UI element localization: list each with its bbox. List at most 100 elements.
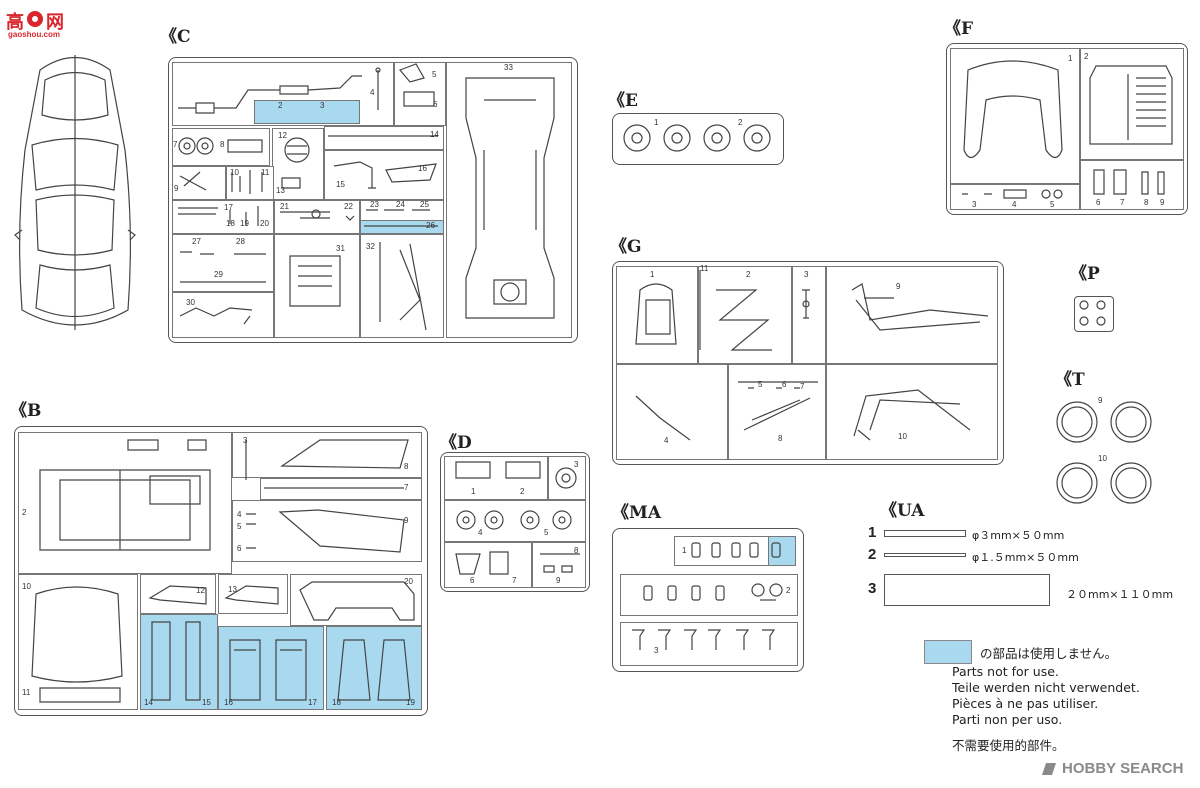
ma-cell-3 [620, 622, 798, 666]
c-cell-15-16 [324, 150, 444, 200]
f-cell-3-5 [950, 184, 1080, 210]
logo-char-left: 高 [6, 12, 24, 32]
c-part-29: 29 [214, 270, 223, 279]
section-ma-label: 《MA [612, 503, 662, 523]
b-part-4: 4 [237, 510, 242, 519]
b-part-9: 9 [404, 516, 409, 525]
g-cell-10 [826, 364, 998, 460]
ua-item-1-spec: φ３mm×５０mm [972, 529, 1065, 542]
d-part-9: 9 [556, 576, 561, 585]
b-cell-13 [218, 574, 288, 614]
ua-item-1-rod [884, 530, 966, 537]
c-cell-unused-26 [360, 220, 444, 234]
g-cell-2 [698, 266, 792, 364]
c-part-5: 5 [432, 70, 437, 79]
legend-de: Teile werden nicht verwendet. [952, 680, 1140, 695]
legend-unused-swatch [924, 640, 972, 664]
b-cell-unused-18-19 [326, 626, 422, 710]
g-part-4: 4 [664, 436, 669, 445]
sprue-e [612, 113, 784, 165]
c-part-27: 27 [192, 237, 201, 246]
c-part-25: 25 [420, 200, 429, 209]
d-cell-3 [548, 456, 586, 500]
c-cell-12-13 [272, 128, 324, 200]
section-t-label: 《T [1055, 370, 1085, 390]
g-part-7: 7 [800, 382, 805, 391]
b-part-16: 16 [224, 698, 233, 707]
logo-ball-icon [27, 11, 43, 27]
c-part-11: 11 [261, 168, 270, 177]
c-part-17: 17 [224, 203, 233, 212]
ua-item-2-num: 2 [868, 546, 877, 563]
c-part-4: 4 [370, 88, 375, 97]
c-cell-rod-14 [324, 126, 444, 150]
c-part-22: 22 [344, 202, 353, 211]
g-part-10: 10 [898, 432, 907, 441]
b-cell-12 [140, 574, 216, 614]
ua-item-2-rod [884, 553, 966, 557]
c-cell-30 [172, 292, 274, 338]
g-cell-3 [792, 266, 826, 364]
f-part-8: 8 [1144, 198, 1149, 207]
c-part-32: 32 [366, 242, 375, 251]
c-part-19: 19 [240, 219, 249, 228]
b-part-10: 10 [22, 582, 31, 591]
g-part-9: 9 [896, 282, 901, 291]
c-part-31: 31 [336, 244, 345, 253]
ma-cell-unused-1 [768, 536, 796, 566]
b-part-2: 2 [22, 508, 27, 517]
car-top-view [14, 55, 136, 330]
c-part-30: 30 [186, 298, 195, 307]
section-d-label: 《D [440, 433, 472, 453]
c-cell-wheels-7-8 [172, 128, 270, 166]
b-part-7: 7 [404, 483, 409, 492]
c-part-9: 9 [174, 184, 179, 193]
section-ua-label: 《UA [880, 501, 925, 521]
ua-item-2-spec: φ１.５mm×５０mm [972, 551, 1079, 564]
section-g-label: 《G [610, 237, 642, 257]
g-part-8: 8 [778, 434, 783, 443]
b-part-17: 17 [308, 698, 317, 707]
c-part-14: 14 [430, 130, 439, 139]
c-part-13: 13 [276, 186, 285, 195]
c-part-33: 33 [504, 63, 513, 72]
f-part-9: 9 [1160, 198, 1165, 207]
c-part-3: 3 [320, 101, 325, 110]
t-part-10: 10 [1098, 454, 1107, 463]
c-part-16: 16 [418, 164, 427, 173]
e-part-1: 1 [654, 118, 659, 127]
section-e-label: 《E [608, 91, 638, 111]
b-cell-7 [260, 478, 422, 500]
b-cell-10-11 [18, 574, 138, 710]
ua-item-3-num: 3 [868, 580, 877, 597]
b-part-5: 5 [237, 522, 242, 531]
g-part-5: 5 [758, 380, 763, 389]
b-part-20: 20 [404, 577, 413, 586]
legend-ja: の部品は使用しません。 [980, 646, 1118, 661]
c-cell-21-22 [274, 200, 360, 234]
ma-part-1: 1 [682, 546, 687, 555]
section-f-label: 《F [944, 19, 974, 39]
g-cell-5-8 [728, 364, 826, 460]
c-part-28: 28 [236, 237, 245, 246]
f-part-1: 1 [1068, 54, 1073, 63]
sprue-p [1074, 296, 1114, 332]
c-part-24: 24 [396, 200, 405, 209]
d-part-1: 1 [471, 487, 476, 496]
ua-item-3-spec: ２０mm×１１０mm [1066, 588, 1174, 601]
section-b-label: 《B [10, 401, 42, 421]
b-part-6: 6 [237, 544, 242, 553]
c-part-10: 10 [230, 168, 239, 177]
site-logo: 高 网 gaoshou.com [6, 8, 70, 42]
legend-zh: 不需要使用的部件。 [952, 738, 1065, 753]
g-cell-9 [826, 266, 998, 364]
d-part-4: 4 [478, 528, 483, 537]
d-part-5: 5 [544, 528, 549, 537]
legend-fr: Pièces à ne pas utiliser. [952, 696, 1099, 711]
d-part-6: 6 [470, 576, 475, 585]
